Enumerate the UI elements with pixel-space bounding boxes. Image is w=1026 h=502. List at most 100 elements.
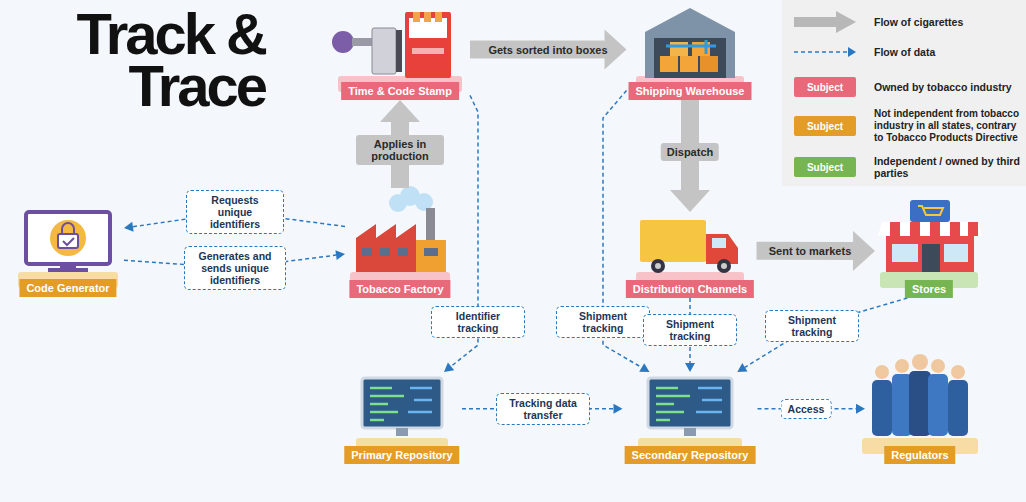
- legend-dash-sample: [790, 41, 862, 63]
- illustration-shape: [892, 244, 918, 262]
- illustration-shape: [398, 248, 408, 256]
- illustration-shape: [666, 40, 716, 54]
- illustration-shape: [50, 220, 86, 256]
- legend-sample: Subject: [790, 76, 862, 98]
- illustration-shape: [950, 222, 960, 236]
- legend-row: SubjectIndependent / owned by third part…: [782, 152, 1026, 182]
- illustration-shape: [684, 428, 696, 436]
- store-icon: [878, 200, 982, 272]
- arrowhead: [670, 190, 710, 212]
- node-label: Shipping Warehouse: [629, 82, 752, 100]
- legend-row: Flow of cigarettes: [782, 10, 1026, 34]
- truck-icon: [640, 220, 738, 273]
- legend-sample: Subject: [790, 115, 862, 137]
- illustration-shape: [435, 12, 442, 22]
- node-label: Distribution Channels: [626, 280, 754, 298]
- legend-text: Not independent from tobacco industry in…: [874, 108, 1022, 144]
- arrowhead: [737, 363, 747, 372]
- arrowhead: [124, 222, 134, 232]
- legend-row: Flow of data: [782, 40, 1026, 64]
- legend-swatch: Subject: [794, 77, 856, 97]
- illustration-shape: [878, 222, 982, 236]
- illustration-shape: [890, 222, 900, 236]
- illustration-shape: [680, 56, 698, 72]
- illustration-shape: [332, 31, 354, 53]
- illustration-shape: [412, 48, 444, 54]
- illustration-shape: [909, 371, 931, 436]
- edge-label: Shipment tracking: [765, 310, 859, 342]
- legend-swatch: Subject: [794, 157, 856, 177]
- illustration-shape: [372, 28, 396, 74]
- arrowhead: [836, 11, 856, 33]
- repository-icon: [362, 378, 732, 436]
- legend-row: Subject Owned by tobacco industry: [782, 74, 1026, 100]
- node-box: Shipping Warehouse: [627, 5, 754, 100]
- arrowhead: [856, 404, 865, 414]
- illustration-shape: [640, 220, 706, 262]
- edge-label: Dispatch: [661, 143, 719, 161]
- legend-row: Subject Not independent from tobacco indu…: [782, 102, 1026, 150]
- data-flow-arrow: [737, 298, 907, 372]
- illustration-shape: [922, 244, 940, 272]
- swatch-label: Subject: [807, 162, 843, 173]
- node-box: Code Generator: [12, 205, 124, 297]
- arrowhead: [444, 363, 454, 373]
- node-label: Stores: [905, 280, 953, 298]
- illustration-shape: [931, 359, 945, 373]
- node-box: Secondary Repository: [623, 372, 758, 464]
- illustration-shape: [62, 223, 74, 234]
- edge-label: Generates and sends unique identifiers: [184, 246, 286, 290]
- illustration-shape: [651, 259, 665, 273]
- illustration-shape: [362, 378, 442, 428]
- illustration-shape: [712, 238, 726, 248]
- legend-sample: Subject: [790, 156, 862, 178]
- node-box: Regulators: [865, 355, 975, 464]
- edge-label: Shipment tracking: [643, 314, 737, 346]
- title: Track & Trace: [10, 8, 265, 112]
- swatch-label: Subject: [807, 82, 843, 93]
- node-label: Secondary Repository: [625, 446, 756, 464]
- legend-text: Owned by tobacco industry: [874, 81, 1022, 93]
- illustration-shape: [656, 388, 690, 420]
- illustration-shape: [930, 222, 940, 236]
- illustration-shape: [380, 248, 390, 256]
- cigarette-flow-arrow: [470, 30, 627, 70]
- illustration-shape: [356, 224, 416, 272]
- edge-label: Identifier tracking: [431, 306, 525, 338]
- illustration-shape: [895, 359, 909, 373]
- illustration-shape: [696, 388, 722, 412]
- illustration-shape: [910, 222, 920, 236]
- illustration-shape: [660, 56, 678, 72]
- illustration-shape: [413, 12, 420, 22]
- edge-label: Access: [781, 399, 832, 419]
- illustration-shape: [948, 380, 968, 436]
- warehouse-icon: [645, 8, 735, 78]
- illustration-shape: [648, 378, 732, 428]
- illustration-shape: [655, 263, 661, 269]
- node-label: Regulators: [884, 446, 955, 464]
- legend-text: Flow of data: [874, 46, 1022, 58]
- arrowhead: [639, 363, 649, 372]
- illustration-shape: [944, 244, 968, 262]
- legend-text: Flow of cigarettes: [874, 16, 1022, 28]
- arrowhead: [848, 47, 856, 57]
- people-icon: [872, 354, 968, 436]
- platform: [18, 76, 978, 454]
- cigarette-flow-arrow: [757, 231, 876, 271]
- edge-label: Applies in production: [356, 135, 444, 165]
- monitor-icon: [26, 212, 110, 272]
- illustration-shape: [424, 248, 438, 256]
- node-box: Tobacco Factory: [345, 188, 455, 298]
- edge-label: Gets sorted into boxes: [484, 42, 611, 58]
- legend-sample: [790, 11, 862, 33]
- illustration-shape: [717, 259, 731, 273]
- node-box: Primary Repository: [342, 372, 462, 464]
- arrowhead: [685, 363, 695, 372]
- illustration-shape: [645, 8, 735, 78]
- connector-line: [745, 298, 908, 367]
- illustration-shape: [951, 365, 965, 379]
- node-box: Stores: [875, 198, 983, 298]
- illustration-shape: [63, 238, 74, 245]
- swatch-label: Subject: [807, 121, 843, 132]
- illustration-shape: [918, 206, 943, 215]
